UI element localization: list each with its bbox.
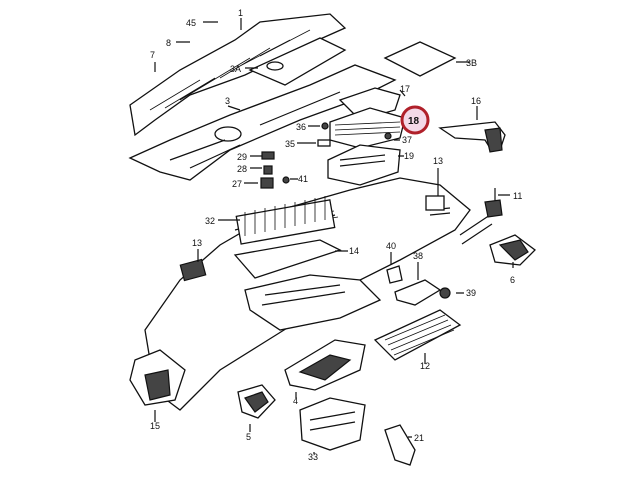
trim-21 (384, 424, 416, 466)
upper-trim-panel (129, 13, 347, 137)
callout-13-top: 13 (433, 156, 443, 166)
callout-8: 8 (166, 38, 171, 48)
small-fasteners (260, 122, 392, 189)
callout-18: 18 (408, 116, 420, 127)
callout-27: 27 (232, 179, 242, 189)
callout-4: 4 (293, 396, 298, 406)
callout-15: 15 (150, 421, 160, 431)
callout-29: 29 (237, 152, 247, 162)
left-vent-15 (129, 349, 186, 406)
callout-3b: 3B (466, 58, 477, 68)
callout-36: 36 (296, 122, 306, 132)
callout-17: 17 (400, 84, 410, 94)
callout-3: 3 (225, 96, 230, 106)
vent-5 (237, 384, 276, 419)
callout-13-left: 13 (192, 238, 202, 248)
callout-35: 35 (285, 139, 295, 149)
vent-4 (284, 339, 366, 391)
module-33 (299, 397, 366, 451)
center-vent-12 (373, 309, 462, 361)
callout-5: 5 (246, 432, 251, 442)
rod-11 (484, 188, 503, 218)
callout-12: 12 (420, 361, 430, 371)
callout-7: 7 (150, 50, 155, 60)
callout-37: 37 (402, 135, 412, 145)
duct-parts (386, 265, 451, 306)
callout-28: 28 (237, 164, 247, 174)
callout-33: 33 (308, 452, 318, 462)
callout-3a: 3A (230, 64, 241, 74)
callout-labels: 45 1 7 8 3A 3B 3 16 17 36 35 37 19 29 28… (150, 8, 522, 462)
dashboard-body (144, 177, 493, 411)
callout-32: 32 (205, 216, 215, 226)
callout-6: 6 (510, 275, 515, 285)
defrost-panel-3a (248, 37, 347, 86)
callout-14: 14 (349, 246, 359, 256)
callout-19: 19 (404, 151, 414, 161)
callout-39: 39 (466, 288, 476, 298)
vent-6-right (489, 234, 536, 266)
highlight-18[interactable]: 18 (400, 105, 430, 135)
callout-21: 21 (414, 433, 424, 443)
callout-11: 11 (513, 191, 522, 201)
callout-41: 41 (298, 174, 308, 184)
side-vent-16 (438, 121, 506, 153)
callout-16: 16 (471, 96, 481, 106)
side-trim-3b (383, 41, 457, 77)
callout-1: 1 (238, 8, 243, 18)
dashboard-top-3 (128, 64, 397, 181)
callout-45: 45 (186, 18, 196, 28)
callout-38: 38 (413, 251, 423, 261)
leader-lines (154, 18, 514, 454)
vent-13-left (179, 258, 207, 282)
callout-40: 40 (386, 241, 396, 251)
